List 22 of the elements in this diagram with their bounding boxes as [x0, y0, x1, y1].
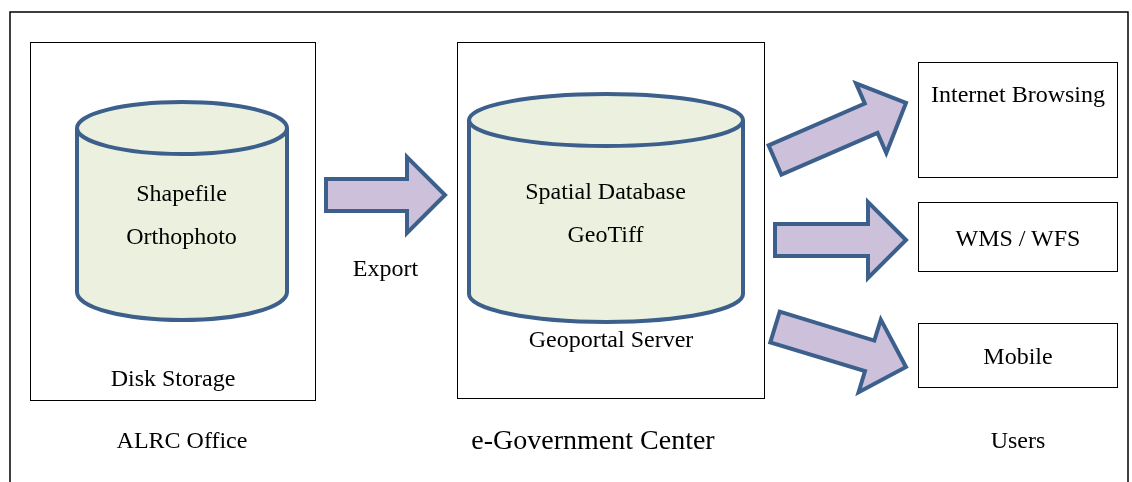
data-label: Orthophoto	[125, 221, 238, 251]
block-arrow	[324, 152, 448, 238]
block-arrow	[765, 79, 909, 178]
data-label: GeoTiff	[566, 219, 645, 249]
group-caption: Users	[989, 426, 1047, 455]
container-box	[30, 42, 316, 401]
node-label: Mobile	[982, 342, 1054, 371]
output-box	[918, 202, 1118, 272]
node-label: Internet Browsing	[930, 80, 1106, 109]
node-label: WMS / WFS	[954, 224, 1082, 253]
container-box	[457, 42, 765, 399]
node-label: Geoportal Server	[527, 325, 695, 354]
group-caption: e-Government Center	[470, 425, 716, 455]
output-box	[918, 323, 1118, 388]
data-label: Spatial Database	[524, 176, 687, 206]
block-arrow	[767, 309, 909, 397]
data-label: Shapefile	[135, 178, 228, 208]
block-arrow	[773, 197, 909, 283]
group-caption: ALRC Office	[115, 426, 249, 455]
output-box	[918, 62, 1118, 178]
node-label: Disk Storage	[109, 364, 237, 393]
edge-label: Export	[351, 254, 420, 283]
